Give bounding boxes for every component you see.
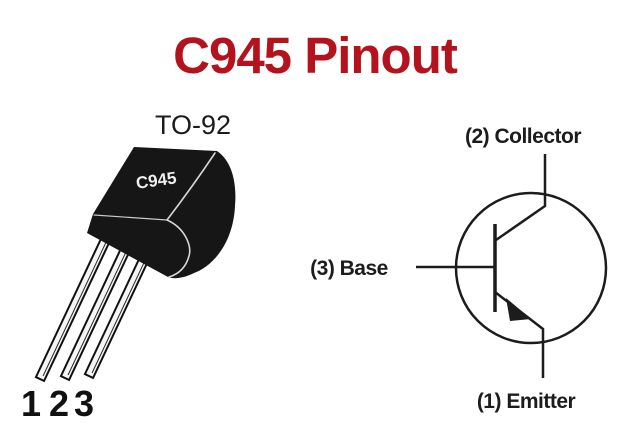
npn-transistor-symbol (416, 154, 608, 378)
base-label: (3) Base (310, 257, 388, 280)
pin-number-3: 3 (74, 383, 94, 424)
package-front-ridge-highlight (166, 152, 216, 221)
page-title: C945 Pinout (173, 27, 458, 84)
pin-number-1: 1 (21, 383, 41, 424)
emitter-lead-line (494, 291, 545, 378)
emitter-label: (1) Emitter (477, 390, 576, 413)
collector-lead-line (495, 154, 547, 242)
package-body (87, 147, 236, 279)
lead-2-edge-line (67, 233, 135, 376)
package-side-curve-highlight (166, 219, 191, 278)
lead-1-edge-line (42, 234, 110, 377)
pin-number-2: 2 (49, 383, 69, 424)
collector-label: (2) Collector (465, 125, 581, 148)
package-bottom-edge-highlight (93, 214, 168, 221)
emitter-arrow-icon (506, 298, 531, 321)
package-type-label: TO-92 (155, 110, 231, 140)
